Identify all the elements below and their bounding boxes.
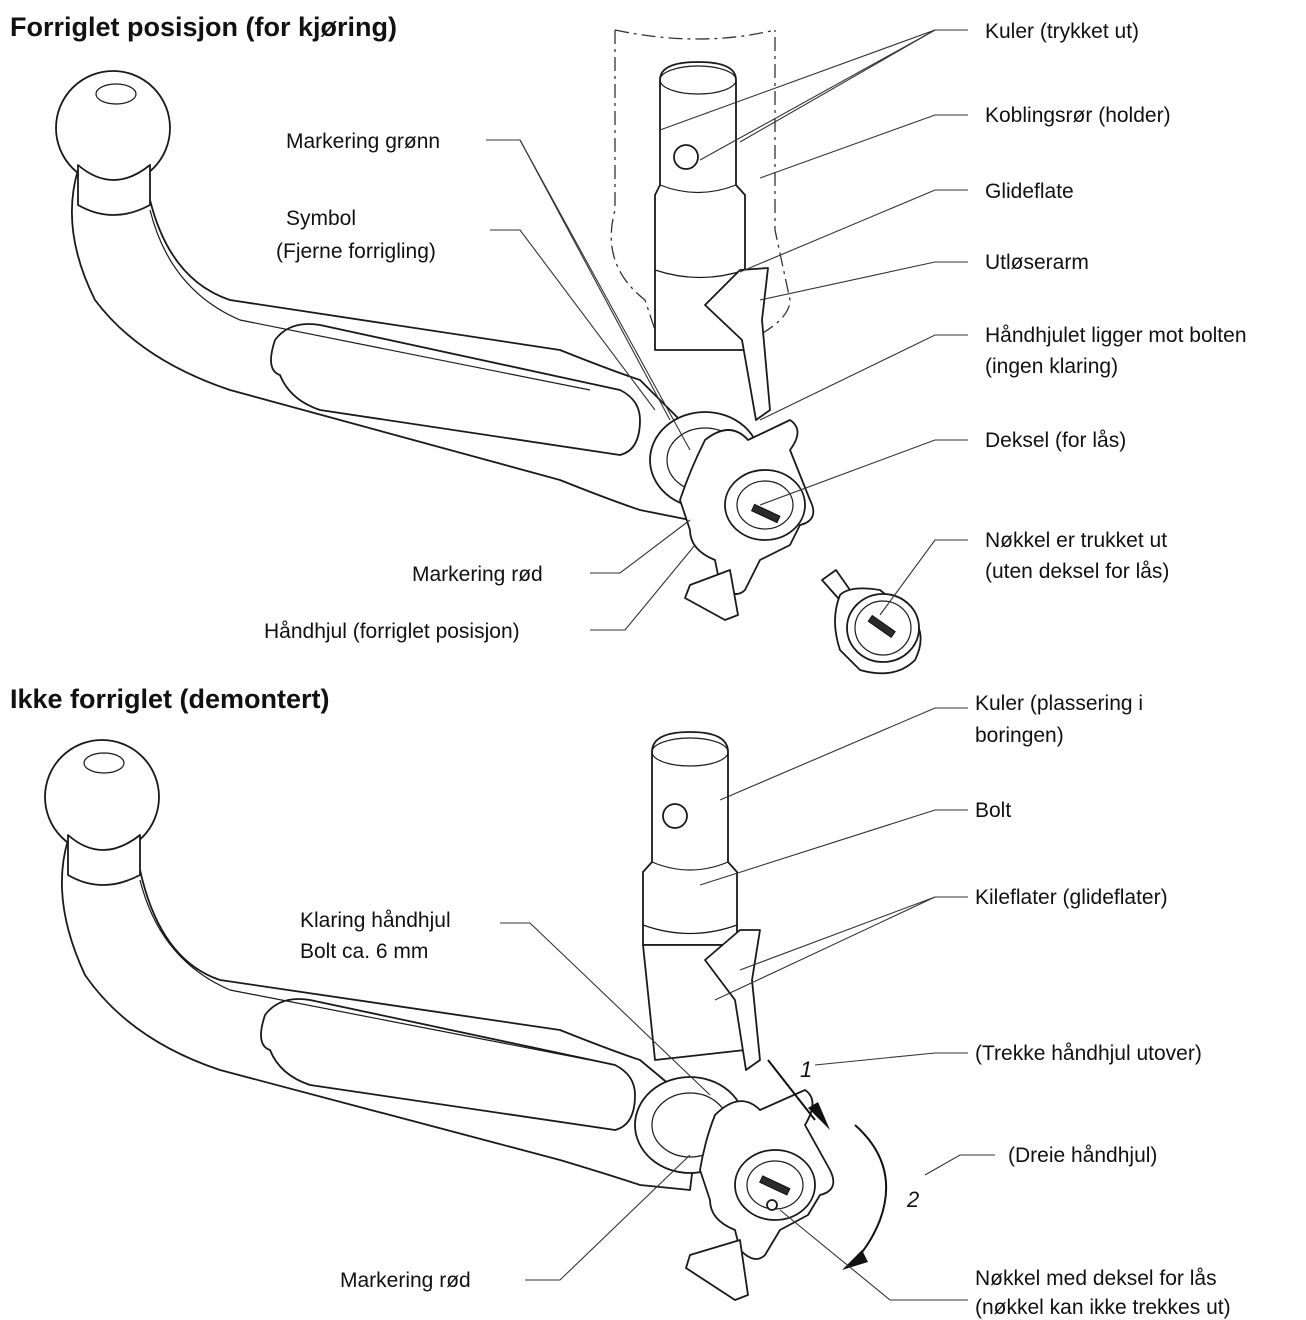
label-kileflater: Kileflater (glideflater): [975, 886, 1168, 909]
tow-ball-bottom: [44, 739, 160, 855]
label-kuler-trykket-ut: Kuler (trykket ut): [985, 20, 1139, 43]
label-nokkel-trukket-2: (uten deksel for lås): [985, 560, 1169, 583]
tow-ball-top: [55, 70, 171, 186]
label-handhjulet-ligger-1: Håndhjulet ligger mot bolten: [985, 324, 1247, 347]
unlocked-section-title: Ikke forriglet (demontert): [10, 684, 330, 714]
label-symbol-1: Symbol: [286, 207, 356, 230]
label-utloserarm: Utløserarm: [985, 251, 1089, 274]
label-nokkel-trukket-1: Nøkkel er trukket ut: [985, 529, 1167, 552]
turn-arrow: [854, 1124, 888, 1261]
pull-arrow: [767, 1059, 816, 1121]
label-symbol-2: (Fjerne forrigling): [276, 240, 436, 263]
label-handhjulet-ligger-2: (ingen klaring): [985, 355, 1118, 378]
label-koblingsror: Koblingsrør (holder): [985, 104, 1171, 127]
leader-lines: [486, 29, 995, 1301]
step-number-1: 1: [800, 1057, 812, 1082]
label-nokkel-med-2: (nøkkel kan ikke trekkes ut): [975, 1296, 1231, 1319]
ball-hole-bottom: [662, 803, 688, 829]
label-klaring-1: Klaring håndhjul: [300, 909, 451, 932]
label-deksel: Deksel (for lås): [985, 429, 1126, 452]
label-bolt: Bolt: [975, 799, 1011, 822]
step-number-2: 2: [906, 1187, 919, 1212]
arm-slot-top: [270, 323, 641, 456]
key-detached: [821, 569, 922, 675]
locked-assembly: [55, 29, 922, 675]
label-klaring-2: Bolt ca. 6 mm: [300, 940, 428, 963]
label-glideflate: Glideflate: [985, 180, 1074, 203]
unlocked-assembly: [44, 731, 888, 1301]
locked-section-title: Forriglet posisjon (for kjøring): [10, 12, 397, 42]
label-trekke: (Trekke håndhjul utover): [975, 1042, 1202, 1065]
bolt-bottom: [642, 731, 738, 946]
label-markering-gronn: Markering grønn: [286, 130, 440, 153]
label-dreie: (Dreie håndhjul): [1008, 1144, 1157, 1167]
release-arm-bottom: [704, 929, 761, 1071]
label-kuler-plassering-2: boringen): [975, 724, 1064, 747]
label-kuler-plassering-1: Kuler (plassering i: [975, 692, 1143, 715]
label-markering-rod-bottom: Markering rød: [340, 1269, 471, 1292]
label-markering-rod-top: Markering rød: [412, 563, 543, 586]
label-handhjul-forriglet: Håndhjul (forriglet posisjon): [264, 620, 520, 643]
ball-hole-top: [673, 144, 699, 170]
label-nokkel-med-1: Nøkkel med deksel for lås: [975, 1267, 1217, 1290]
arm-slot-bottom: [260, 998, 636, 1131]
